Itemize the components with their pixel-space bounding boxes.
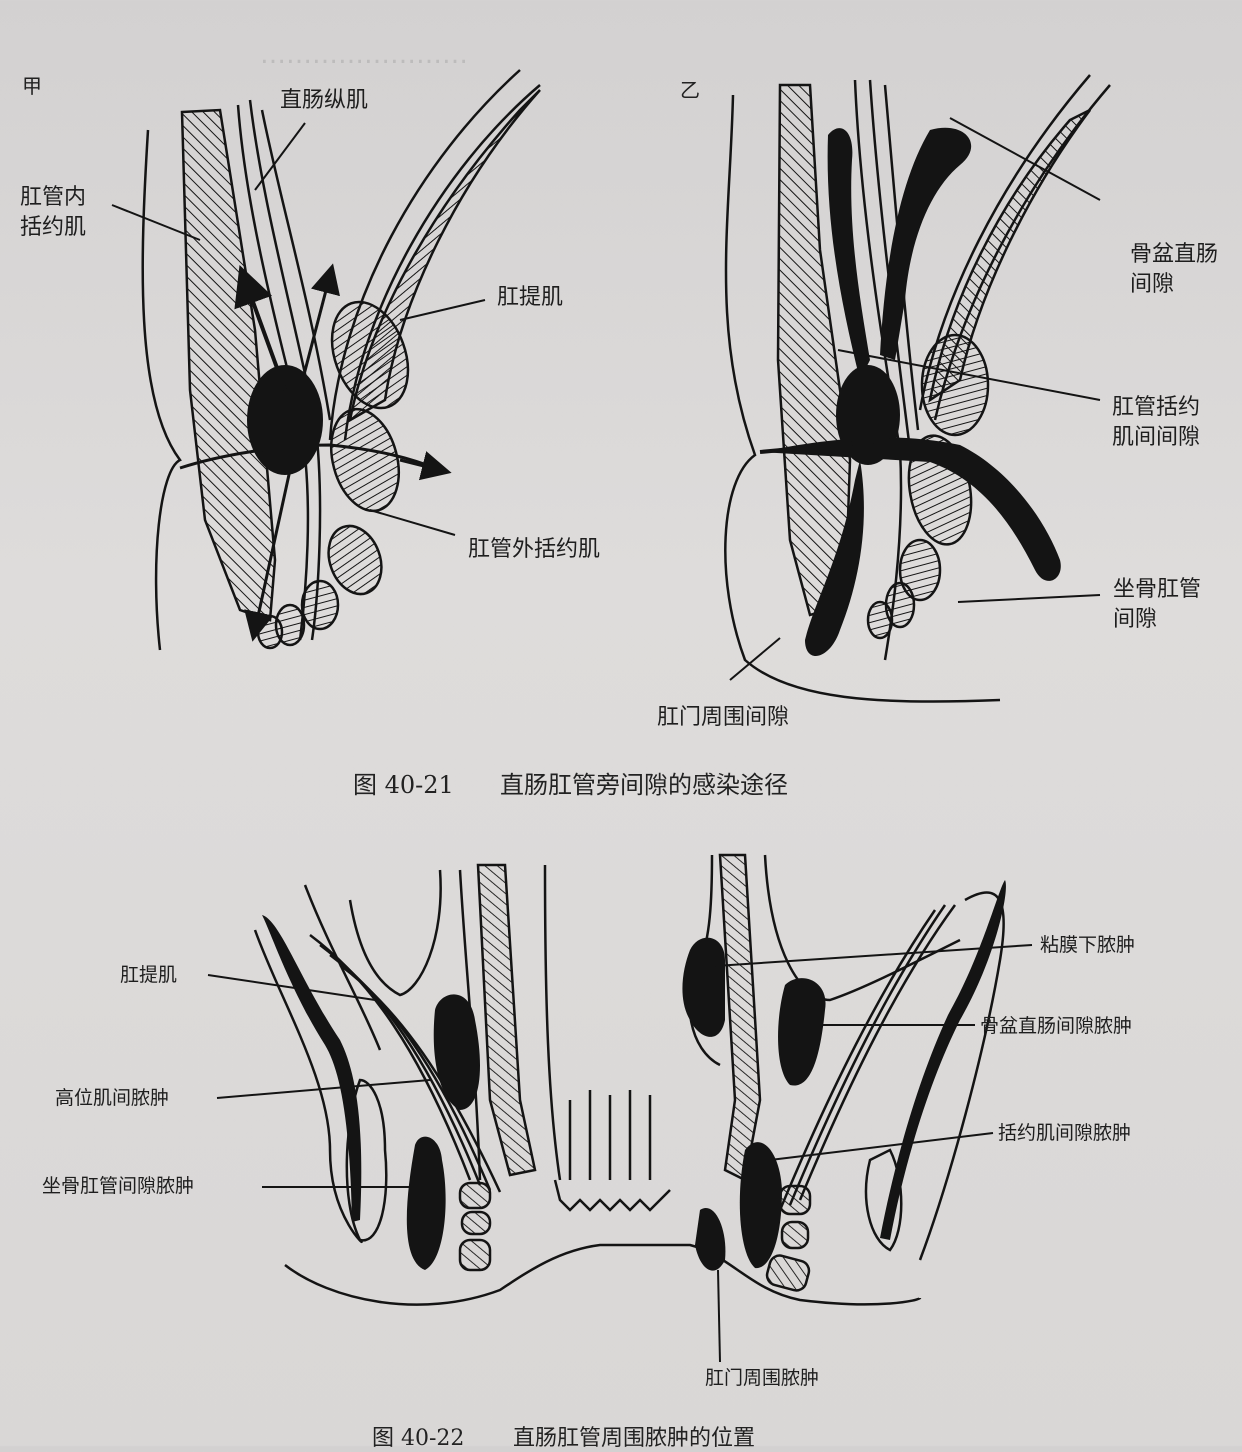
stipple-bands [262,880,1006,1240]
abscess-blob [247,365,323,475]
label-perianal-abscess: 肛门周围脓肿 [705,1367,820,1389]
label-pelvirectal-space: 骨盆直肠 间隙 [1130,242,1219,297]
panel-b-tag: 乙 [680,78,700,102]
label-perianal-space: 肛门周围间隙 [657,705,790,730]
label-ischioanal-abscess: 坐骨肛管间隙脓肿 [42,1175,195,1197]
label-levator-ani-22: 肛提肌 [120,964,178,986]
label-levator-ani: 肛提肌 [497,285,564,310]
label-intersphincteric-abscess: 括约肌间隙脓肿 [998,1122,1132,1144]
caption-number: 图 40-21 [353,771,454,799]
bleed-through-text: …………………… [260,40,468,70]
label-high-intermuscular-abscess: 高位肌间脓肿 [55,1087,170,1109]
panel-a-tag: 甲 [22,74,42,98]
label-rectal-longitudinal-muscle: 直肠纵肌 [280,88,369,113]
panel-b-drawing [724,74,1111,703]
label-internal-sphincter: 肛管内 括约肌 [20,185,87,240]
caption-title: 直肠肛管旁间隙的感染途径 [500,771,788,799]
label-pelvirectal-abscess: 骨盆直肠间隙脓肿 [980,1015,1133,1037]
figure-40-21-drawing [111,69,1111,703]
label-ischioanal-space: 坐骨肛管 间隙 [1113,577,1202,632]
caption-title: 直肠肛管周围脓肿的位置 [513,1426,756,1451]
label-intersphincteric-space: 肛管括约 肌间间隙 [1112,395,1201,450]
label-external-sphincter: 肛管外括约肌 [468,537,601,562]
caption-number: 图 40-22 [372,1426,465,1451]
panel-a-drawing [111,69,541,651]
label-submucosal-abscess: 粘膜下脓肿 [1040,934,1136,956]
